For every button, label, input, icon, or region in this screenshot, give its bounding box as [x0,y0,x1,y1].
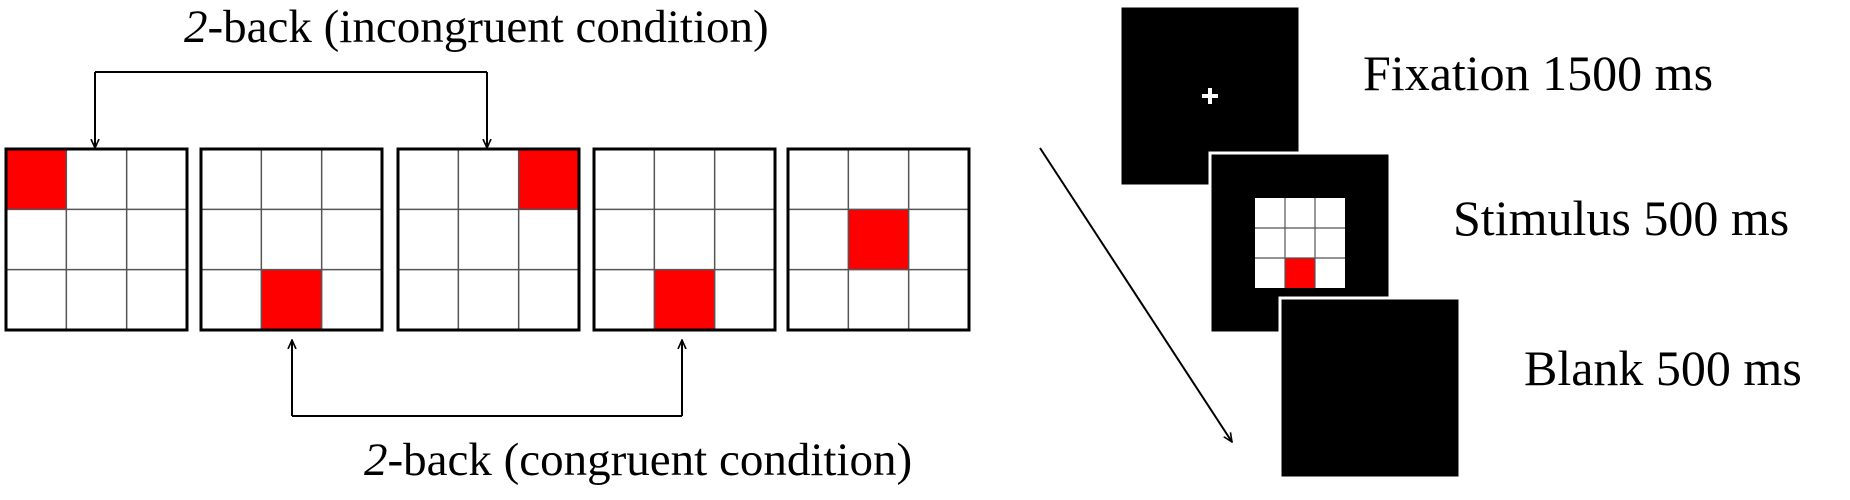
grid-panel-5 [786,147,971,332]
time-arrow [1039,147,1232,442]
grid-panel-frame [786,147,971,332]
grid-panel-highlight-cell [6,149,67,210]
blank-screen [1278,296,1462,480]
blank-screen-background [1278,296,1462,480]
congruent-bracket [292,340,682,417]
grid-panel-highlight-cell [848,209,909,270]
stimulus-sequence [4,147,971,332]
incongruent-label-n: 2 [184,1,208,53]
grid-panel-4 [592,147,777,332]
grid-panel-frame [396,147,581,332]
grid-panel-3 [396,147,581,332]
congruent-label: 2-back (congruent condition) [364,437,912,484]
grid-panel-frame [4,147,189,332]
incongruent-label-text: -back (incongruent condition) [207,1,769,53]
incongruent-label: 2-back (incongruent condition) [184,4,769,51]
grid-panel-2 [199,147,384,332]
stimulus-label: Stimulus 500 ms [1453,190,1790,246]
congruent-label-n: 2 [364,434,388,486]
blank-label: Blank 500 ms [1524,340,1802,396]
grid-panel-frame [592,147,777,332]
grid-panel-highlight-cell [261,269,322,330]
congruent-label-text: -back (congruent condition) [387,434,913,486]
incongruent-bracket [95,71,487,148]
fixation-label: Fixation 1500 ms [1363,45,1714,101]
stimulus-grid-highlight-cell [1285,258,1315,288]
grid-panel-1 [4,147,189,332]
grid-panel-frame [199,147,384,332]
grid-panel-highlight-cell [654,269,715,330]
grid-panel-highlight-cell [518,149,579,210]
trial-screens [1118,4,1462,480]
